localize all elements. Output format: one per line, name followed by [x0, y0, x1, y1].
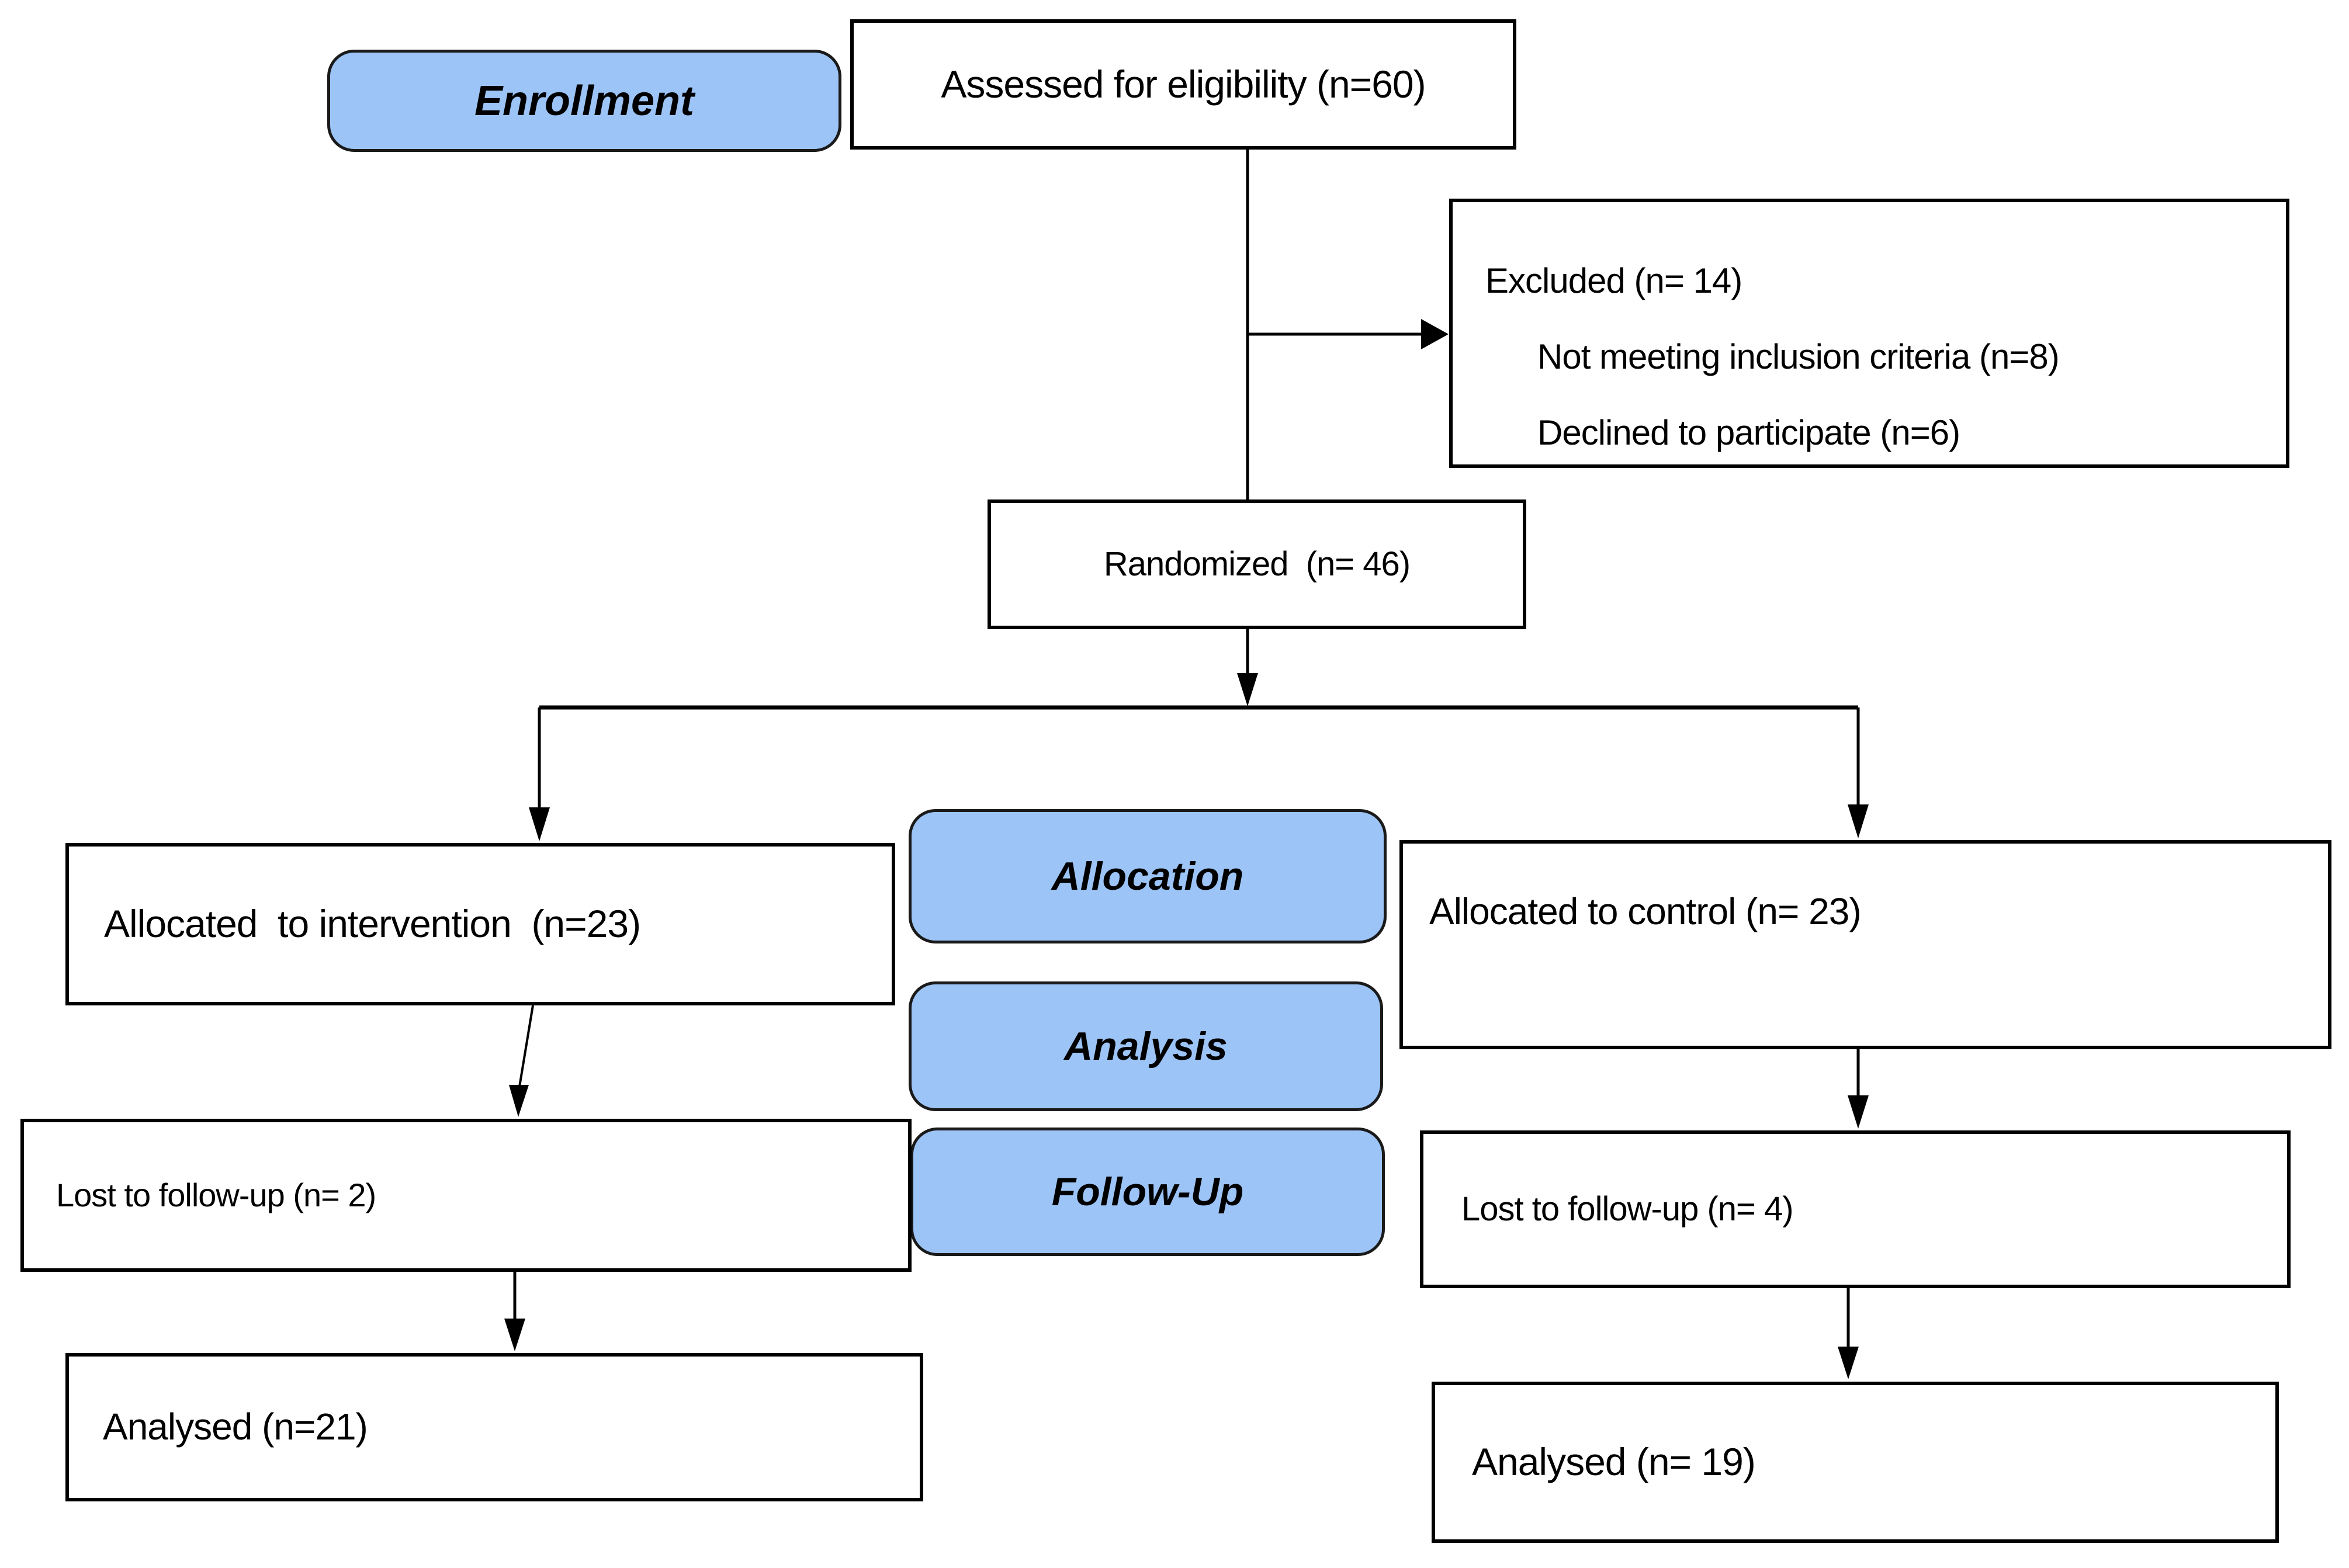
- arrow-down-intervention-icon: [529, 807, 550, 841]
- excluded-reason-declined: Declined to participate (n=6): [1537, 413, 1960, 452]
- analysed-intervention-text: Analysed (n=21): [103, 1406, 368, 1448]
- stage-label-allocation: Allocation: [909, 809, 1387, 943]
- allocated-intervention-text: Allocated to intervention (n=23): [104, 902, 641, 946]
- arrow-down-control-icon: [1848, 804, 1869, 838]
- analysed-control-text: Analysed (n= 19): [1472, 1440, 1756, 1484]
- node-analysed-intervention: Analysed (n=21): [65, 1353, 923, 1501]
- stage-label-allocation-text: Allocation: [1051, 854, 1244, 899]
- stage-label-enrollment-text: Enrollment: [474, 77, 695, 124]
- node-excluded: Excluded (n= 14) Not meeting inclusion c…: [1449, 199, 2289, 468]
- arrow-down-lost-intervention-icon: [509, 1085, 529, 1117]
- stage-label-enrollment: Enrollment: [327, 50, 841, 152]
- arrow-right-excluded-icon: [1421, 319, 1449, 349]
- randomized-text: Randomized (n= 46): [1103, 544, 1411, 583]
- arrow-down-analysed-intervention-icon: [504, 1319, 525, 1351]
- excluded-title: Excluded (n= 14): [1485, 261, 1742, 300]
- node-lost-followup-intervention: Lost to follow-up (n= 2): [20, 1119, 912, 1272]
- node-analysed-control: Analysed (n= 19): [1432, 1382, 2279, 1543]
- node-randomized: Randomized (n= 46): [988, 499, 1526, 629]
- node-allocated-intervention: Allocated to intervention (n=23): [65, 843, 895, 1005]
- arrow-down-lost-control-icon: [1848, 1095, 1869, 1129]
- stage-label-follow-up-text: Follow-Up: [1051, 1170, 1244, 1214]
- lost-followup-control-text: Lost to follow-up (n= 4): [1461, 1189, 1794, 1228]
- allocated-control-text: Allocated to control (n= 23): [1429, 890, 1862, 932]
- lost-followup-intervention-text: Lost to follow-up (n= 2): [56, 1176, 376, 1213]
- excluded-reason-inclusion: Not meeting inclusion criteria (n=8): [1537, 337, 2060, 376]
- assessed-text: Assessed for eligibility (n=60): [941, 62, 1426, 106]
- node-lost-followup-control: Lost to follow-up (n= 4): [1420, 1130, 2291, 1288]
- stage-label-analysis: Analysis: [909, 981, 1383, 1111]
- arrow-down-split-icon: [1237, 673, 1258, 706]
- stage-label-follow-up: Follow-Up: [910, 1128, 1385, 1256]
- connector-intervention-lost: [518, 1005, 534, 1087]
- arrow-down-analysed-control-icon: [1838, 1347, 1859, 1379]
- node-assessed-for-eligibility: Assessed for eligibility (n=60): [850, 19, 1516, 150]
- node-allocated-control: Allocated to control (n= 23): [1399, 840, 2331, 1049]
- stage-label-analysis-text: Analysis: [1064, 1024, 1228, 1069]
